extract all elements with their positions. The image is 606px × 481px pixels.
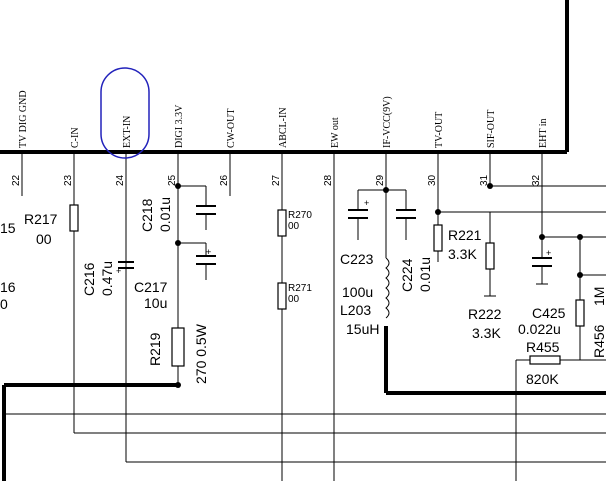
edge-1m: 1M: [591, 287, 606, 306]
eht-network: +: [515, 234, 606, 481]
pin-number-32: 32: [531, 174, 542, 186]
pin-number-27: 27: [271, 174, 282, 186]
r221-value: 3.3K: [448, 246, 477, 262]
c217-ref: C217: [134, 279, 168, 295]
ground-bus-left: [2, 383, 178, 481]
r217-ref: R217: [24, 211, 58, 227]
pin-label-31: SIF-OUT: [486, 110, 497, 148]
c216-ref: C216: [81, 262, 97, 296]
pin-number-26: 26: [219, 174, 230, 186]
c218-ref: C218: [139, 198, 155, 232]
svg-text:+: +: [116, 266, 121, 276]
l203-value-bottom: 15uH: [346, 321, 379, 337]
c223-ref: C223: [340, 251, 374, 267]
pin-label-27: ABCL-IN: [278, 107, 289, 148]
r456-ref: R456: [591, 324, 606, 358]
r271-ref: R271: [288, 283, 312, 294]
c216-value: 0.47u: [99, 261, 115, 296]
edge-fragment-b: 16: [0, 279, 16, 295]
r455-value: 820K: [526, 371, 559, 387]
pin-number-29: 29: [375, 174, 386, 186]
r222-ref: R222: [468, 306, 502, 322]
tv-out-network: [433, 209, 606, 297]
pin-label-29: IF-VCC(9V): [382, 96, 393, 148]
pin-number-25: 25: [167, 174, 178, 186]
pin-number-31: 31: [479, 174, 490, 186]
pin-number-28: 28: [323, 174, 334, 186]
pin-number-23: 23: [63, 174, 74, 186]
svg-text:+: +: [206, 247, 211, 257]
pin-label-23: C-IN: [70, 127, 81, 148]
c224-value: 0.01u: [417, 257, 433, 292]
edge-fragment-c: 0: [0, 296, 8, 312]
c217-value: 10u: [144, 295, 167, 311]
pin-number-24: 24: [115, 174, 126, 186]
r271-value: 00: [288, 294, 300, 305]
pin-label-26: CW-OUT: [226, 109, 237, 148]
pin-label-22: TV DIG GND: [18, 90, 29, 148]
c218-value: 0.01u: [157, 197, 173, 232]
r222-value: 3.3K: [472, 325, 501, 341]
pin-label-30: TV-OUT: [434, 112, 445, 148]
r219-value: 270 0.5W: [193, 323, 209, 384]
pin-label-25: DIGI 3.3V: [174, 104, 185, 148]
svg-text:+: +: [364, 198, 369, 208]
sif-out-wire: [487, 183, 606, 189]
r270-r271: [277, 209, 287, 481]
r221-ref: R221: [448, 227, 482, 243]
pin-label-28: EW out: [330, 117, 341, 148]
r270-ref: R270: [288, 210, 312, 221]
r219-component: [171, 327, 185, 388]
r219-ref: R219: [147, 332, 163, 366]
c224-ref: C224: [399, 258, 415, 292]
r217-value: 00: [36, 231, 52, 247]
c217-component: +: [116, 261, 134, 276]
pin-label-32: EHT in: [538, 118, 549, 148]
svg-text:+: +: [546, 248, 551, 258]
bottom-wires: [4, 413, 606, 463]
pin-label-24: EXT-IN: [122, 116, 133, 148]
c218-network: +: [175, 183, 216, 280]
highlight-ellipse: [100, 67, 150, 159]
l203-ref: L203: [340, 302, 371, 318]
if-vcc-network: +: [348, 187, 606, 395]
c425-value: 0.022u: [518, 321, 561, 337]
l203-value-top: 100u: [342, 284, 373, 300]
c216-component: [69, 204, 79, 433]
edge-fragment-a: 15: [0, 220, 16, 236]
c425-ref: C425: [532, 305, 566, 321]
pin-number-22: 22: [11, 174, 22, 186]
pin-number-30: 30: [427, 174, 438, 186]
ic-edge: [0, 0, 569, 154]
r270-value: 00: [288, 221, 300, 232]
r455-ref: R455: [526, 339, 560, 355]
